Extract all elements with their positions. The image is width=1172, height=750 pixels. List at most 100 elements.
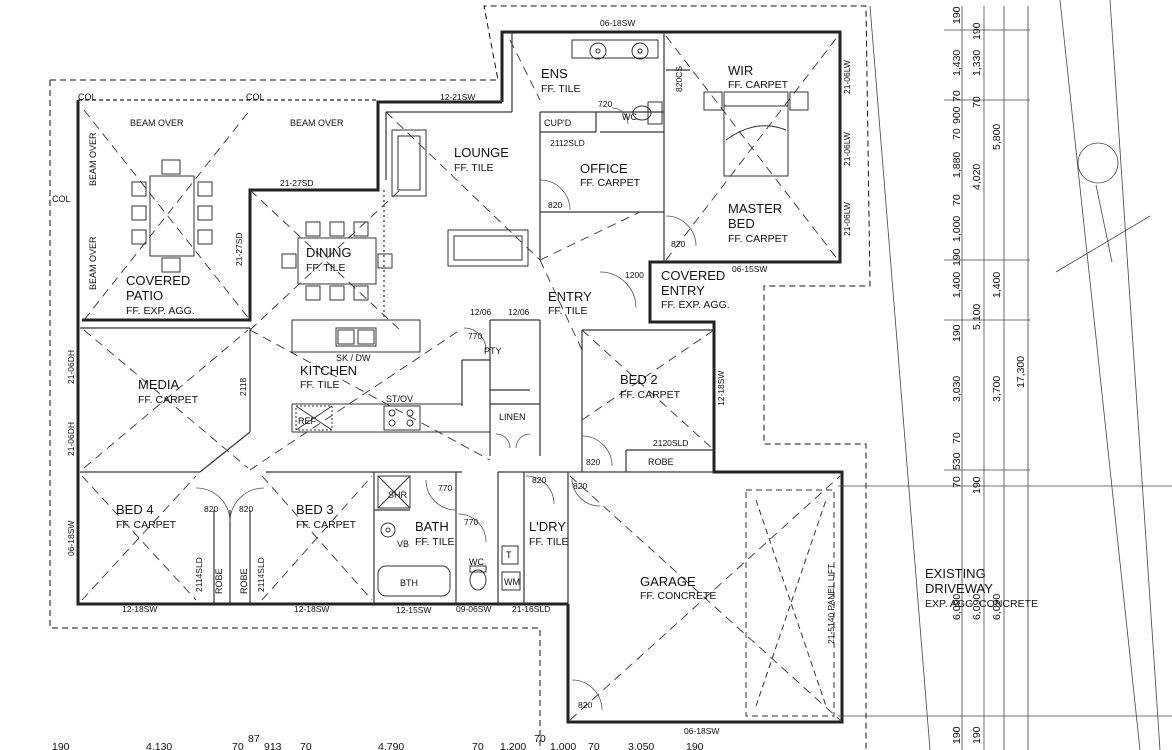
door-720: 720 [598, 99, 612, 109]
ensuite-vanity [571, 39, 659, 60]
sink-dishwasher-label: SK / DW [336, 353, 371, 363]
window-master-bottom: 06-15SW [732, 264, 767, 274]
master-label-2: BED [728, 216, 755, 231]
bed-fixture [703, 91, 809, 177]
ceiling-diagonals [81, 35, 841, 721]
room-lounge: LOUNGE FF. TILE [454, 145, 509, 174]
room-bed4: BED 4 FF. CARPET [116, 502, 177, 531]
office-finish: FF. CARPET [580, 177, 641, 189]
trough-label: T [506, 550, 512, 560]
beam-over-label-4: BEAM OVER [88, 236, 98, 290]
window-1218sw-bed3: 12-18SW [294, 604, 329, 614]
door-2114sld-a: 2114SLD [194, 557, 204, 592]
dim-right-b-1: 1,330 [971, 50, 983, 76]
dim-right-b-2: 70 [971, 96, 983, 108]
bathtub-label: BTH [400, 578, 418, 588]
ens-label: ENS [541, 66, 568, 81]
master-label: MASTER [728, 201, 782, 216]
window-1218sw-bed4: 12-18SW [122, 604, 157, 614]
opening-codes: 06-18SW 12-21SW 21-06LW 21-06LW 21-06LW … [66, 18, 852, 736]
dim-right-a-17: 190 [971, 476, 983, 494]
door-1206-a: 12/06 [470, 307, 492, 317]
door-office-820: 820 [548, 200, 562, 210]
room-kitchen: KITCHEN FF. TILE [300, 363, 357, 391]
dim-right-a-7: 70 [951, 194, 963, 206]
ens-finish: FF. TILE [541, 83, 580, 95]
window-1215sw: 12-15SW [396, 605, 431, 615]
exterior-walls [76, 30, 844, 724]
wir-label: WIR [728, 63, 753, 78]
window-2106dh-1: 21-06DH [66, 350, 76, 384]
bath-fixtures [377, 475, 521, 597]
right-dimensions-a: 190 1,430 70 900 70 1,880 4,020 70 1,000… [951, 6, 983, 744]
door-2112sld: 2112SLD [550, 138, 585, 148]
room-master-bed: MASTER BED FF. CARPET [728, 201, 789, 245]
dim-right-a-13: 3,030 [951, 376, 963, 402]
column-label-2: COL [246, 92, 265, 102]
dim-right-b-7: 6,090 [971, 594, 983, 620]
right-dimensions-c: 6,090 [991, 594, 1003, 620]
media-finish: FF. CARPET [138, 394, 199, 406]
lounge-label: LOUNGE [454, 145, 509, 160]
vanity-basin-label: VB [397, 539, 409, 549]
room-covered-entry: COVERED ENTRY FF. EXP. AGG. [661, 268, 730, 311]
driveway-label-2: DRIVEWAY [925, 581, 993, 596]
door-bed3-820: 820 [239, 504, 253, 514]
dim-right-a-1: 1,430 [951, 50, 963, 76]
patio-finish: FF. EXP. AGG. [126, 305, 195, 317]
dim-bottom-13: 190 [686, 741, 704, 750]
lounge-sofas [391, 129, 529, 267]
window-ens-code: 06-18SW [600, 18, 635, 28]
dim-right-a-5: 1,880 [951, 152, 963, 178]
dim-right-b-8: 190 [971, 726, 983, 744]
dim-bottom-5: 87 [248, 733, 260, 745]
entry-finish: FF. TILE [548, 305, 587, 317]
dim-right-a-16: 70 [951, 476, 963, 488]
roof-outline [50, 5, 871, 750]
patio-label: COVERED [126, 273, 190, 288]
ensuite-wc-fixture [632, 101, 663, 125]
garage-finish: FF. CONCRETE [640, 590, 716, 602]
fridge-label: REF [298, 416, 317, 426]
fixture-labels: CUP'D PTY LINEN ROBE SHR BTH WC WC VB T … [52, 92, 674, 594]
dim-bottom-8: 1,200 [500, 741, 526, 750]
dim-bottom-11: 70 [588, 741, 600, 750]
dim-bottom-0: 190 [52, 741, 70, 750]
dim-right-a-4: 70 [951, 128, 963, 140]
bath-finish: FF. TILE [415, 536, 454, 548]
covered-entry-label-2: ENTRY [661, 283, 705, 298]
dim-right-a-9: 190 [951, 248, 963, 266]
kitchen-label: KITCHEN [300, 363, 357, 378]
linen-label: LINEN [499, 412, 526, 422]
window-0906sw: 09-06SW [456, 604, 491, 614]
dim-right-a-6: 4,020 [971, 164, 983, 190]
dim-right-a-14: 70 [951, 432, 963, 444]
dim-bottom-10: 1,000 [550, 741, 576, 750]
room-bath: BATH FF. TILE [415, 519, 454, 548]
beam-over-label-3: BEAM OVER [88, 132, 98, 186]
room-bed3: BED 3 FF. CARPET [296, 502, 357, 531]
dim-right-a-18: 6,090 [951, 594, 963, 620]
dim-right-b-6: 17,300 [1015, 356, 1027, 388]
ldry-finish: FF. TILE [529, 536, 568, 548]
door-garage-820: 820 [573, 481, 587, 491]
ldry-label: L'DRY [529, 519, 566, 534]
dim-2118: 2118 [238, 377, 248, 396]
door-bed2-820: 820 [586, 457, 600, 467]
window-2127sd: 21-27SD [280, 178, 314, 188]
dim-right-b-0: 190 [971, 22, 983, 40]
dim-bottom-6: 4,790 [378, 741, 404, 750]
window-master-1: 21-06LW [842, 60, 852, 94]
wir-finish: FF. CARPET [728, 79, 789, 91]
window-0618sw-left: 06-18SW [66, 521, 76, 556]
dimension-lines [838, 0, 1172, 750]
kitchen-finish: FF. TILE [300, 379, 339, 391]
dim-bottom-9: 70 [534, 733, 546, 745]
dim-bottom-1: 4,130 [146, 741, 172, 750]
garage-panel-lift: 21-5140 PANEL LIFT [826, 564, 836, 644]
window-master-2: 21-06LW [842, 132, 852, 166]
door-wc-770: 770 [464, 517, 478, 527]
column-label-3: COL [52, 194, 71, 204]
window-0618sw-garage: 06-18SW [684, 726, 719, 736]
